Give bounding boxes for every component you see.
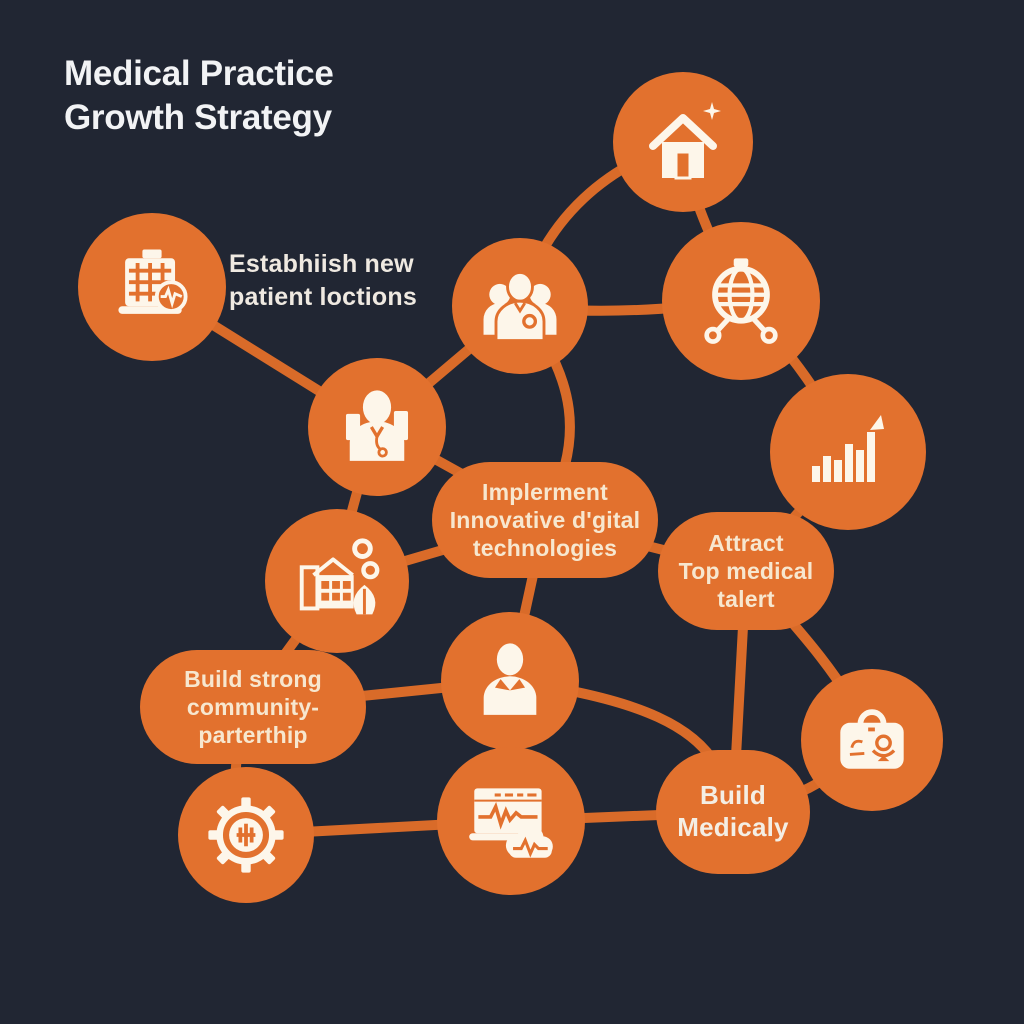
globe-stand-icon [704,258,778,344]
community-label: Build strong community- parterthip [184,665,322,749]
node-attract-talent: Attract Top medical talert [658,512,834,630]
clinic-calendar-pulse-icon [118,249,188,314]
person-collar-icon [483,643,537,715]
node-build-medicaly: Build Medicaly [656,750,810,874]
doctor-stethoscope-icon [345,390,409,461]
node-implement-technologies: Implerment Innovative d'gital technologi… [432,462,658,578]
implement-label: Implerment Innovative d'gital technologi… [449,478,641,562]
node-community-partnership: Build strong community- parterthip [140,650,366,764]
node-doctor [308,358,446,496]
medical-team-icon [483,270,557,342]
node-team [452,238,588,374]
buildmed-label: Build Medicaly [677,780,789,842]
house-icon [649,102,721,180]
page-title: Medical Practice Growth Strategy [64,54,334,138]
gear-icon [208,797,284,873]
node-globe [662,222,820,380]
node-briefcase [801,669,943,811]
attract-label: Attract Top medical talert [678,529,814,613]
node-gear [178,767,314,903]
node-clinic-building [265,509,409,653]
clinic-building-icon [299,538,380,615]
medical-briefcase-icon [840,709,904,769]
node-establish-locations [78,213,226,361]
monitor-pulse-cloud-icon [469,788,553,858]
establish-label: Estabhiish new patient loctions [229,250,417,311]
node-monitor [437,747,585,895]
node-person [441,612,579,750]
node-growth-chart [770,374,926,530]
node-house [613,72,753,212]
growth-chart-icon [812,415,884,482]
